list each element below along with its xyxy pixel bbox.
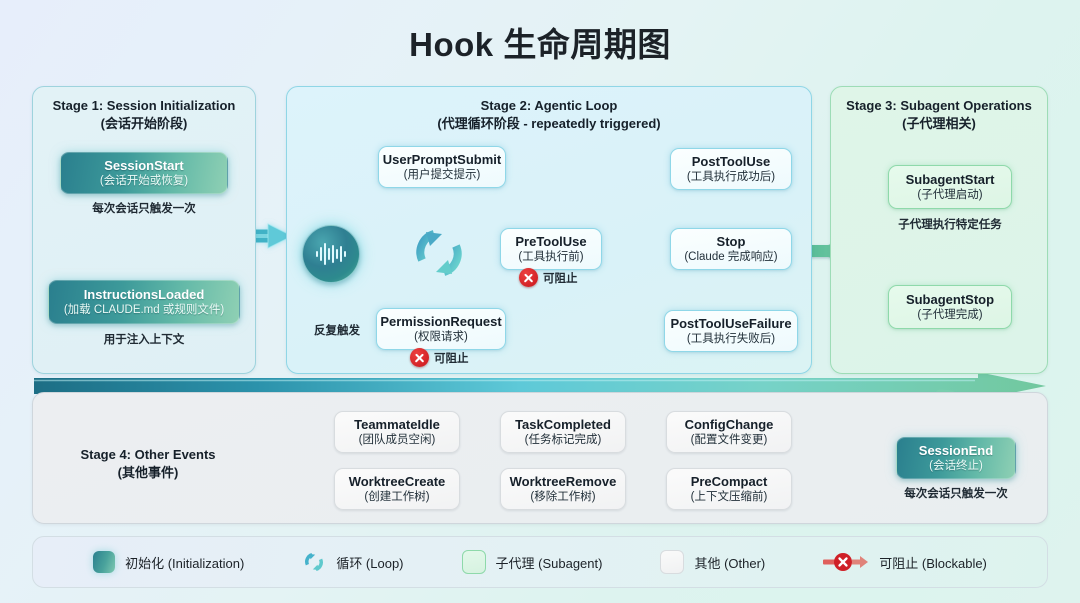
stage-1-panel: Stage 1: Session Initialization (会话开始阶段) xyxy=(32,86,256,374)
legend-panel: 初始化 (Initialization) 循环 (Loop) 子代理 (Suba… xyxy=(32,536,1048,588)
node-subagentstart[interactable]: SubagentStart (子代理启动) xyxy=(888,165,1012,209)
stage-1-caption-context: 用于注入上下文 xyxy=(103,334,185,346)
node-posttooluse-sublabel: (工具执行成功后) xyxy=(686,170,776,183)
sessionend-caption: 每次会话只触发一次 xyxy=(904,488,1008,500)
node-permissionrequest-label: PermissionRequest xyxy=(380,313,502,329)
node-sessionend[interactable]: SessionEnd (会话终止) xyxy=(896,437,1016,479)
stage-3-caption: 子代理执行特定任务 xyxy=(898,219,1002,231)
blockable-icon xyxy=(823,551,869,573)
blockable-label: 可阻止 xyxy=(543,272,578,285)
subagent-swatch xyxy=(461,550,486,574)
blockable-x-icon xyxy=(410,348,429,367)
node-subagentstop[interactable]: SubagentStop (子代理完成) xyxy=(888,285,1012,329)
node-stop-sublabel: (Claude 完成响应) xyxy=(684,250,778,263)
stage-2-heading-en: Stage 2: Agentic Loop xyxy=(480,98,618,113)
node-posttoolusefailure[interactable]: PostToolUseFailure (工具执行失败后) xyxy=(664,310,798,352)
node-worktreeremove-label: WorktreeRemove xyxy=(509,473,617,489)
node-posttoolusefailure-sublabel: (工具执行失败后) xyxy=(686,332,776,345)
legend-item-blockable: 可阻止 (Blockable) xyxy=(823,551,987,573)
node-pretooluse-label: PreToolUse xyxy=(515,233,587,249)
node-taskcompleted-label: TaskCompleted xyxy=(515,416,611,432)
node-configchange[interactable]: ConfigChange (配置文件变更) xyxy=(666,411,792,453)
stage-4-heading-en: Stage 4: Other Events xyxy=(80,447,216,462)
legend-item-other: 其他 (Other) xyxy=(660,550,765,574)
stage-1-heading: Stage 1: Session Initialization (会话开始阶段) xyxy=(33,97,255,133)
loop-icon xyxy=(302,550,326,574)
node-subagentstop-label: SubagentStop xyxy=(905,291,995,307)
stage-1-heading-en: Stage 1: Session Initialization xyxy=(52,98,236,113)
loop-refresh-icon xyxy=(408,222,470,284)
node-instructionsloaded[interactable]: InstructionsLoaded (加载 CLAUDE.md 或规则文件) xyxy=(48,280,240,324)
node-sessionend-sublabel: (会话终止) xyxy=(929,459,983,472)
node-subagentstart-sublabel: (子代理启动) xyxy=(917,188,983,201)
blockable-x-icon xyxy=(519,268,538,287)
legend-label-loop: 循环 (Loop) xyxy=(336,555,404,571)
node-taskcompleted[interactable]: TaskCompleted (任务标记完成) xyxy=(500,411,626,453)
node-sessionstart[interactable]: SessionStart (会话开始或恢复) xyxy=(60,152,228,194)
node-instructionsloaded-label: InstructionsLoaded xyxy=(83,286,205,302)
node-worktreecreate-sublabel: (创建工作树) xyxy=(364,490,430,503)
waveform-icon xyxy=(316,243,346,265)
node-teammateidle[interactable]: TeammateIdle (团队成员空闲) xyxy=(334,411,460,453)
agentic-loop-hub[interactable] xyxy=(302,225,360,283)
node-posttooluse-label: PostToolUse xyxy=(691,153,771,169)
node-precompact[interactable]: PreCompact (上下文压缩前) xyxy=(666,468,792,510)
stage-3-heading-cn: (子代理相关) xyxy=(902,116,976,131)
stage-1-caption-once: 每次会话只触发一次 xyxy=(92,203,196,215)
stage-2-heading: Stage 2: Agentic Loop (代理循环阶段 - repeated… xyxy=(287,97,811,133)
blockable-badge-permissionrequest: 可阻止 xyxy=(410,348,469,367)
node-teammateidle-label: TeammateIdle xyxy=(354,416,440,432)
node-instructionsloaded-sublabel: (加载 CLAUDE.md 或规则文件) xyxy=(63,303,225,316)
node-configchange-label: ConfigChange xyxy=(684,416,774,432)
legend-item-loop: 循环 (Loop) xyxy=(302,550,404,574)
stage-3-heading: Stage 3: Subagent Operations (子代理相关) xyxy=(831,97,1047,133)
blockable-badge-pretooluse: 可阻止 xyxy=(519,268,578,287)
node-stop-label: Stop xyxy=(716,233,746,249)
node-worktreecreate[interactable]: WorktreeCreate (创建工作树) xyxy=(334,468,460,510)
node-precompact-label: PreCompact xyxy=(690,473,768,489)
node-precompact-sublabel: (上下文压缩前) xyxy=(690,490,768,503)
stage-2-heading-cn: (代理循环阶段 - repeatedly triggered) xyxy=(437,116,661,131)
node-permissionrequest[interactable]: PermissionRequest (权限请求) xyxy=(376,308,506,350)
node-taskcompleted-sublabel: (任务标记完成) xyxy=(524,433,602,446)
blockable-label: 可阻止 xyxy=(434,352,469,365)
node-sessionstart-label: SessionStart xyxy=(104,157,184,173)
node-sessionend-label: SessionEnd xyxy=(918,442,994,458)
legend-label-initialization: 初始化 (Initialization) xyxy=(125,555,245,571)
node-worktreeremove[interactable]: WorktreeRemove (移除工作树) xyxy=(500,468,626,510)
node-teammateidle-sublabel: (团队成员空闲) xyxy=(358,433,436,446)
page-title: Hook 生命周期图 xyxy=(409,26,671,63)
legend-item-initialization: 初始化 (Initialization) xyxy=(93,551,244,573)
node-worktreecreate-label: WorktreeCreate xyxy=(348,473,446,489)
node-userpromptsubmit[interactable]: UserPromptSubmit (用户提交提示) xyxy=(378,146,506,188)
legend-label-subagent: 子代理 (Subagent) xyxy=(495,555,603,571)
node-userpromptsubmit-label: UserPromptSubmit xyxy=(382,151,502,167)
node-worktreeremove-sublabel: (移除工作树) xyxy=(530,490,596,503)
other-swatch xyxy=(660,550,685,574)
legend-label-other: 其他 (Other) xyxy=(694,555,766,571)
node-subagentstart-label: SubagentStart xyxy=(905,171,995,187)
legend-label-blockable: 可阻止 (Blockable) xyxy=(879,555,987,571)
node-posttooluse[interactable]: PostToolUse (工具执行成功后) xyxy=(670,148,792,190)
init-swatch xyxy=(93,551,116,573)
stage-2-loop-label: 反复触发 xyxy=(314,325,360,337)
stage-4-heading-cn: (其他事件) xyxy=(117,465,179,480)
node-pretooluse-sublabel: (工具执行前) xyxy=(518,250,584,263)
legend-row: 初始化 (Initialization) 循环 (Loop) 子代理 (Suba… xyxy=(33,537,1047,587)
legend-item-subagent: 子代理 (Subagent) xyxy=(461,550,603,574)
node-sessionstart-sublabel: (会话开始或恢复) xyxy=(99,174,189,187)
stage-4-heading: Stage 4: Other Events (其他事件) xyxy=(48,446,248,482)
node-pretooluse[interactable]: PreToolUse (工具执行前) xyxy=(500,228,602,270)
stage-1-heading-cn: (会话开始阶段) xyxy=(100,116,188,131)
node-userpromptsubmit-sublabel: (用户提交提示) xyxy=(403,168,481,181)
node-permissionrequest-sublabel: (权限请求) xyxy=(414,330,468,343)
node-subagentstop-sublabel: (子代理完成) xyxy=(917,308,983,321)
stage-3-heading-en: Stage 3: Subagent Operations xyxy=(846,98,1032,113)
node-stop[interactable]: Stop (Claude 完成响应) xyxy=(670,228,792,270)
node-posttoolusefailure-label: PostToolUseFailure xyxy=(670,315,792,331)
node-configchange-sublabel: (配置文件变更) xyxy=(690,433,768,446)
